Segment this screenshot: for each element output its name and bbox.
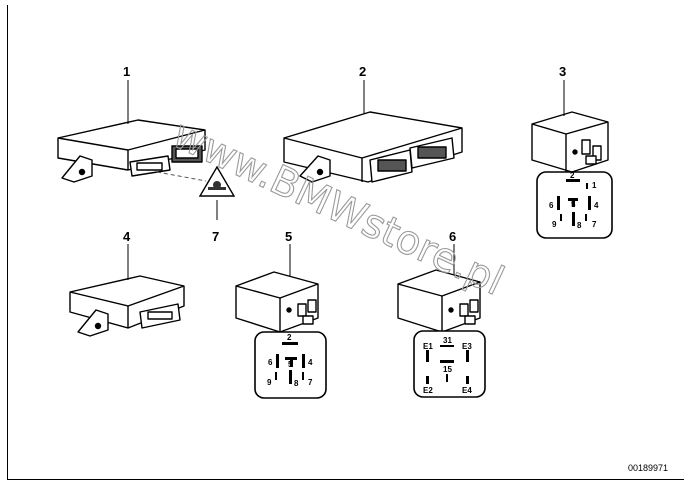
pin-6-e1: E1 <box>423 342 433 351</box>
callout-3: 3 <box>559 64 566 79</box>
pin-3-9: 9 <box>552 220 557 229</box>
callout-labels: 1 2 3 4 5 6 7 <box>123 64 566 244</box>
part-4-control-module[interactable] <box>69 275 185 337</box>
pin-6-15: 15 <box>443 365 452 374</box>
leader-lines <box>127 80 565 280</box>
reference-number: 00189971 <box>628 463 668 473</box>
pin-symbols-6 <box>426 345 469 384</box>
pin-3-8: 8 <box>577 221 582 230</box>
pin-3-1: 1 <box>592 181 597 190</box>
pin-3-6: 6 <box>549 201 554 210</box>
part-5-relay[interactable] <box>235 271 327 399</box>
part-1-control-module[interactable] <box>57 119 206 183</box>
callout-4: 4 <box>123 229 131 244</box>
pin-5-7: 7 <box>308 378 313 387</box>
pin-5-8: 8 <box>294 379 299 388</box>
diagram-frame <box>7 5 684 480</box>
callout-2: 2 <box>359 64 366 79</box>
pin-6-e3: E3 <box>462 342 472 351</box>
callout-6: 6 <box>449 229 456 244</box>
pin-6-31: 31 <box>443 336 452 345</box>
pin-symbols-3 <box>557 179 591 226</box>
pin-5-2: 2 <box>287 333 292 342</box>
part-2-control-module[interactable] <box>283 111 463 183</box>
part-6-relay[interactable] <box>397 269 486 398</box>
callout-1: 1 <box>123 64 130 79</box>
pin-6-e2: E2 <box>423 386 433 395</box>
callout-5: 5 <box>285 229 292 244</box>
pin-5-5: 5 <box>288 360 293 369</box>
pin-labels-3: 2 1 6 5 4 9 8 7 <box>549 171 599 230</box>
pin-6-e4: E4 <box>462 386 472 395</box>
part-7-triangle-label[interactable] <box>156 165 236 197</box>
pin-5-4: 4 <box>308 358 313 367</box>
callout-7: 7 <box>212 229 219 244</box>
pin-3-7: 7 <box>592 220 597 229</box>
pin-5-9: 9 <box>267 378 272 387</box>
pin-labels-6: 31 E1 E3 15 E2 E4 <box>423 336 472 395</box>
pin-symbols-5 <box>275 342 305 384</box>
pin-5-6: 6 <box>268 358 273 367</box>
pin-3-5: 5 <box>571 200 576 209</box>
pin-3-4: 4 <box>594 201 599 210</box>
pin-labels-5: 2 6 5 4 9 8 7 <box>267 333 313 388</box>
part-3-relay[interactable] <box>531 111 613 239</box>
pin-3-2: 2 <box>570 171 575 180</box>
